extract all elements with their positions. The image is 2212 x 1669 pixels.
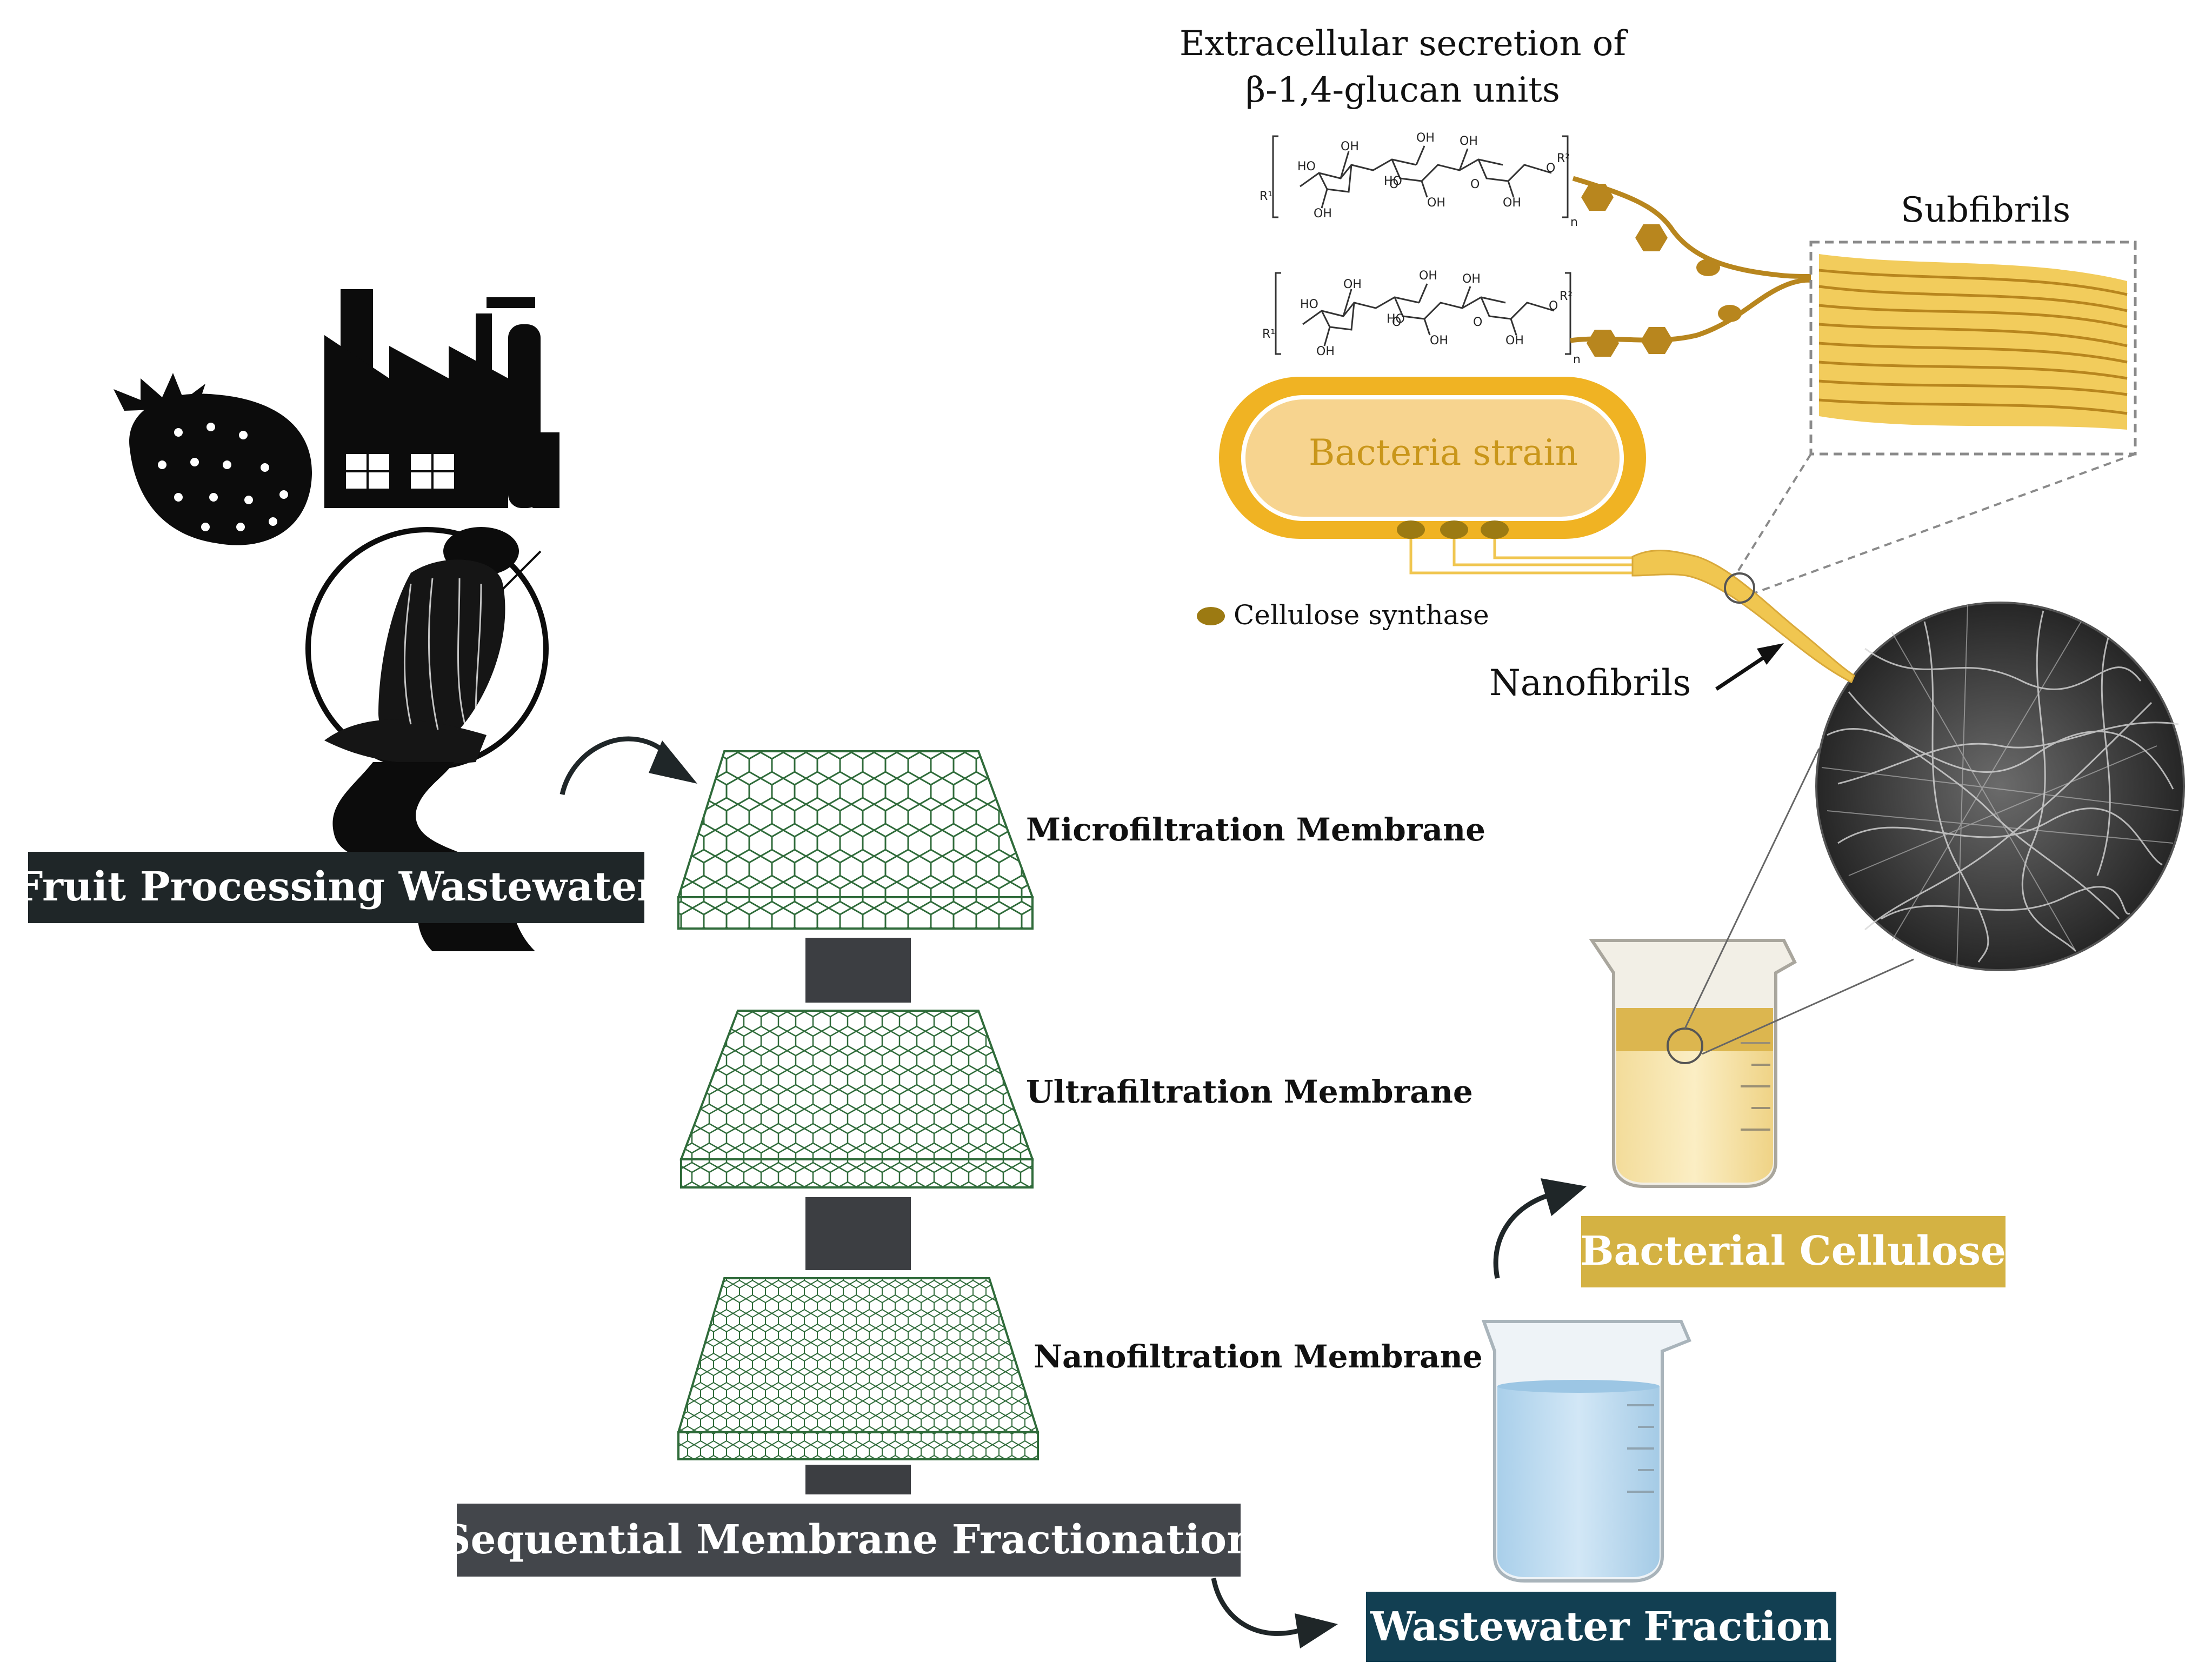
svg-text:OH: OH	[1462, 272, 1481, 286]
svg-text:HO: HO	[1387, 312, 1405, 326]
svg-text:O: O	[1392, 316, 1401, 329]
subfibrils-label: Subfibrils	[1901, 190, 2070, 230]
svg-text:OH: OH	[1427, 196, 1445, 210]
svg-text:R²: R²	[1557, 152, 1570, 165]
svg-text:OH: OH	[1503, 196, 1521, 210]
svg-text:O: O	[1389, 178, 1398, 191]
bacteria-strain-label: Bacteria strain	[1309, 432, 1578, 473]
svg-text:O: O	[1546, 162, 1555, 175]
bacterial-cellulose-box	[1581, 1216, 2006, 1287]
synthase-legend-dot	[1197, 607, 1225, 625]
svg-text:OH: OH	[1419, 269, 1437, 283]
svg-text:OH: OH	[1430, 334, 1448, 348]
bacterial-cellulose-label: Bacterial Cellulose	[1580, 1228, 2006, 1274]
zoom-line	[1684, 748, 1820, 1029]
microfiltration-label: Microfiltration Membrane	[1026, 811, 1485, 848]
beaker-icon	[1481, 1320, 1691, 1583]
svg-text:O: O	[1473, 316, 1482, 329]
arrow-head-icon	[1757, 643, 1784, 665]
svg-text:HO: HO	[1297, 160, 1316, 173]
arrow-head-icon	[1541, 1178, 1587, 1216]
ultrafiltration-membrane	[679, 1010, 1034, 1189]
wastewater-fraction-box	[1366, 1592, 1836, 1662]
zoom-line	[1734, 453, 1812, 577]
glucan-structure-2	[1275, 272, 1571, 355]
arrow-head-icon	[649, 740, 697, 784]
beaker-icon	[1589, 939, 1797, 1188]
svg-text:OH: OH	[1343, 278, 1362, 291]
connector-block	[805, 1465, 911, 1494]
svg-text:R¹: R¹	[1260, 190, 1272, 203]
svg-text:R¹: R¹	[1262, 328, 1275, 341]
connector-block	[805, 1197, 911, 1270]
svg-text:n: n	[1573, 353, 1581, 366]
zoom-line	[1702, 958, 1914, 1055]
nanofibril-ribbon	[1631, 549, 1855, 684]
extracellular-title-line1: Extracellular secretion of	[1180, 24, 1629, 64]
curved-arrow-icon	[1211, 1578, 1304, 1636]
svg-text:R²: R²	[1560, 290, 1573, 303]
svg-text:n: n	[1570, 216, 1578, 229]
fruit-processing-box	[28, 852, 644, 923]
synthase-dot	[1440, 520, 1468, 539]
curved-arrow-icon	[559, 736, 672, 795]
svg-text:HO: HO	[1300, 298, 1318, 311]
synthase-outputs	[1409, 532, 1638, 575]
nanofiltration-label: Nanofiltration Membrane	[1034, 1338, 1483, 1375]
synthase-dot	[1481, 520, 1509, 539]
nanofiltration-membrane	[677, 1277, 1040, 1460]
subfibrils-bundle	[1818, 254, 2128, 430]
sequential-box	[457, 1504, 1241, 1577]
glucan-labels-2: R¹ HO OH O OH HO O OH OH OH OH O R² n	[1262, 269, 1581, 366]
svg-text:OH: OH	[1341, 140, 1359, 153]
ultrafiltration-label: Ultrafiltration Membrane	[1026, 1073, 1473, 1110]
glucan-chain-2	[1570, 277, 1817, 357]
nanofibrils-label: Nanofibrils	[1489, 662, 1691, 704]
svg-text:O: O	[1549, 299, 1558, 313]
factory-icon	[324, 289, 559, 508]
curved-arrow-icon	[1493, 1192, 1553, 1279]
cellulose-synthase-label: Cellulose synthase	[1234, 599, 1489, 631]
svg-text:O: O	[1470, 178, 1480, 191]
synthase-dot	[1397, 520, 1425, 539]
svg-text:OH: OH	[1314, 207, 1332, 221]
bacteria-cell	[1219, 377, 1646, 539]
glucan-structure-1	[1272, 135, 1569, 218]
svg-text:OH: OH	[1460, 135, 1478, 148]
svg-text:HO: HO	[1384, 175, 1402, 188]
glucan-chain-1	[1572, 176, 1825, 284]
connector-block	[805, 938, 911, 1003]
nanofibril-zoom-circle	[1724, 572, 1755, 604]
strawberry-icon	[114, 373, 312, 545]
sem-micrograph	[1815, 602, 2185, 971]
svg-text:OH: OH	[1316, 345, 1335, 358]
extracellular-title-line2: β-1,4-glucan units	[1245, 70, 1560, 110]
microfiltration-membrane	[677, 750, 1034, 930]
glucan-labels-1: R¹ HO OH O OH HO O OH OH OH OH O R² n	[1260, 131, 1578, 229]
wastewater-fraction-label: Wastewater Fraction	[1370, 1604, 1832, 1650]
svg-text:OH: OH	[1505, 334, 1524, 348]
svg-text:OH: OH	[1416, 131, 1435, 145]
zoom-line	[1750, 453, 2136, 596]
arrow-head-icon	[1295, 1613, 1338, 1648]
fruit-processing-label: Fruit Processing Wastewater	[15, 864, 658, 910]
sequential-label: Sequential Membrane Fractionation	[442, 1517, 1256, 1563]
